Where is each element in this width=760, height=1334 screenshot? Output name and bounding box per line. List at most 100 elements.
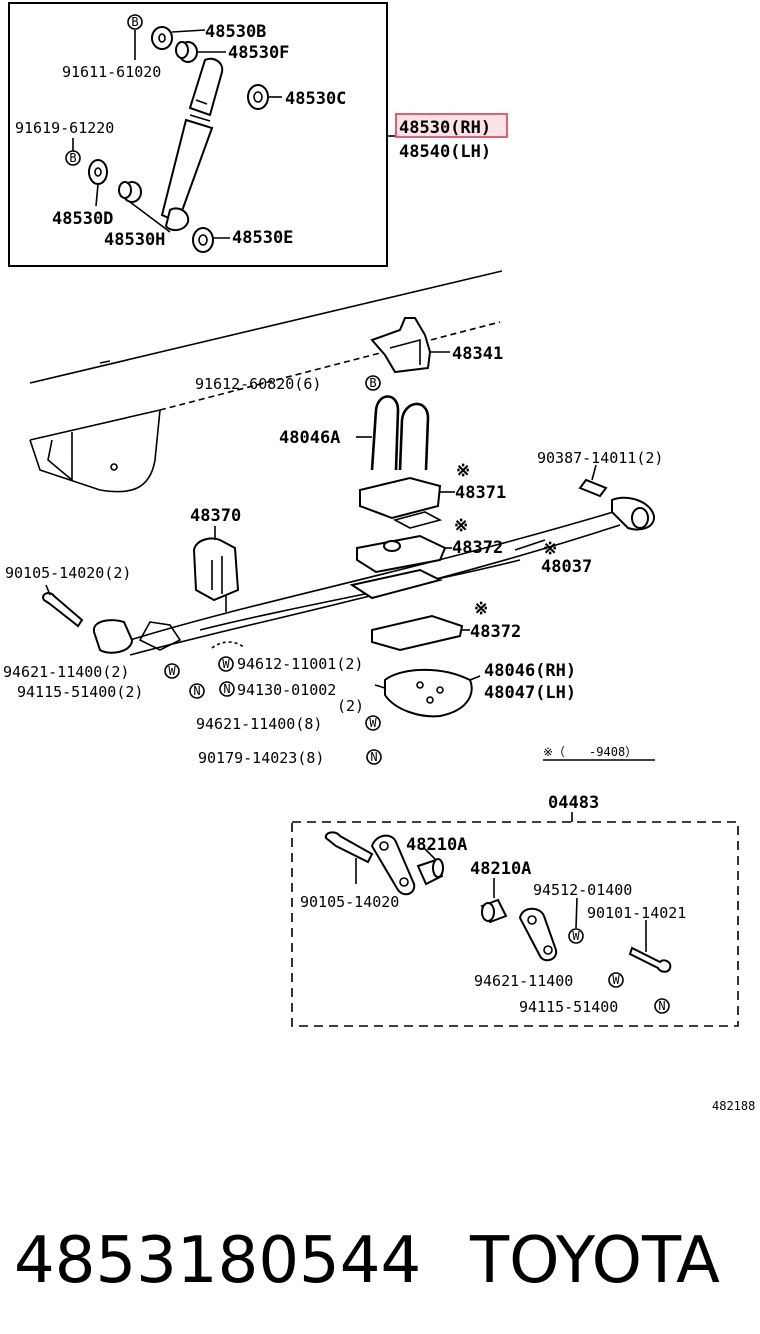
leaf-spring-group: B: [3, 270, 663, 767]
bolt-head-b2: B: [65, 138, 81, 166]
label-94130-qty: (2): [337, 697, 364, 715]
symbol-w-kit: W: [608, 972, 624, 988]
shock-absorber-group: B B: [8, 2, 508, 267]
label-90105-14020: 90105-14020: [300, 893, 399, 911]
bolt-head-b1: B: [127, 14, 143, 60]
label-48530-rh: 48530(RH): [399, 118, 491, 138]
label-94621-11400-2: 94621-11400(2): [3, 663, 129, 681]
seat-48371: [359, 476, 455, 529]
label-48047-lh: 48047(LH): [484, 683, 576, 703]
label-48210a-1: 48210A: [406, 835, 467, 855]
label-04483: 04483: [548, 793, 599, 813]
symbol-letter: N: [370, 750, 377, 764]
label-91619-61220: 91619-61220: [15, 119, 114, 137]
label-90387-14011: 90387-14011(2): [537, 449, 663, 467]
label-48530f: 48530F: [228, 43, 289, 63]
bushing-48210a-1: [416, 847, 444, 886]
note-range: ※（ -9408）: [543, 745, 637, 759]
mark-48037: ※: [543, 539, 557, 559]
label-48371: 48371: [455, 483, 506, 503]
label-48540-lh: 48540(LH): [399, 142, 491, 162]
diagram-ref-code: 482188: [712, 1099, 755, 1113]
bushing-48530h: [118, 181, 171, 233]
washer-48530e: [192, 227, 230, 253]
pin-90387: [578, 464, 608, 498]
symbol-w3: W: [365, 715, 381, 731]
label-48341: 48341: [452, 344, 503, 364]
symbol-n1: N: [189, 683, 205, 699]
symbol-letter: W: [222, 657, 230, 671]
label-94512-01400: 94512-01400: [533, 881, 632, 899]
label-48046-rh: 48046(RH): [484, 661, 576, 681]
label-48372-upper: 48372: [452, 538, 503, 558]
label-94612-11001: 94612-11001(2): [237, 655, 363, 673]
label-94621-11400-kit: 94621-11400: [474, 972, 573, 990]
mark-48372b: ※: [474, 599, 488, 619]
symbol-letter: W: [572, 929, 580, 943]
label-48530c: 48530C: [285, 89, 346, 109]
u-bolt-48046a: [356, 395, 430, 471]
symbol-w2: W: [218, 656, 234, 672]
label-48530e: 48530E: [232, 228, 293, 248]
symbol-letter: N: [193, 684, 200, 698]
label-48530h: 48530H: [104, 230, 165, 250]
label-48210a-2: 48210A: [470, 859, 531, 879]
symbol-letter: W: [369, 716, 377, 730]
bolt-90105-kit: [324, 831, 374, 884]
bracket-48341: [370, 317, 450, 374]
symbol-n-kit: N: [654, 998, 670, 1014]
shackle-plate-a: [370, 834, 416, 896]
bushing-48530f: [175, 41, 226, 63]
symbol-w1: W: [164, 663, 180, 679]
washer-48530d: [88, 159, 108, 207]
label-94115-51400-kit: 94115-51400: [519, 998, 618, 1016]
label-48037: 48037: [541, 557, 592, 577]
label-94621-11400-8: 94621-11400(8): [196, 715, 322, 733]
pad-48046-48047: [374, 668, 481, 718]
label-90179-14023: 90179-14023(8): [198, 749, 324, 767]
frame-rail: [29, 270, 503, 493]
bolt-head-b3: B: [365, 375, 381, 391]
symbol-letter: B: [69, 151, 76, 165]
symbol-n2: N: [219, 681, 235, 697]
symbol-letter: W: [168, 664, 176, 678]
symbol-letter: N: [223, 682, 230, 696]
plate-lower: [349, 568, 443, 600]
plate-48372-upper: [356, 534, 452, 574]
label-48530d: 48530D: [52, 209, 113, 229]
label-91611-61020: 91611-61020: [62, 63, 161, 81]
plate-48372-lower: [371, 614, 470, 652]
kit-04483-group: 04483: [291, 793, 739, 1027]
label-48046a: 48046A: [279, 428, 340, 448]
label-48372-lower: 48372: [470, 622, 521, 642]
symbol-letter: N: [658, 999, 665, 1013]
shackle-plate-b: [518, 907, 558, 962]
label-94130-01002: 94130-01002: [237, 681, 336, 699]
label-91612-60820: 91612-60820(6): [195, 375, 321, 393]
footer-part-number: 4853180544: [14, 1224, 421, 1298]
mark-48372a: ※: [454, 516, 468, 536]
mark-48371: ※: [456, 461, 470, 481]
label-90101-14021: 90101-14021: [587, 904, 686, 922]
bolt-90101-kit: [628, 920, 672, 973]
label-48370: 48370: [190, 506, 241, 526]
leaf-spring-48037: [92, 496, 655, 656]
shock-group-frame: [8, 2, 388, 267]
bolt-90105-left: [42, 584, 84, 628]
label-90105-14020-2: 90105-14020(2): [5, 564, 131, 582]
washer-94512: W: [568, 897, 584, 944]
symbol-letter: B: [369, 376, 376, 390]
bracket-48370: [192, 526, 240, 612]
washer-48530b: [151, 26, 206, 50]
shock-absorber: [160, 57, 224, 232]
symbol-b: B: [131, 15, 138, 29]
bushing-48210a-2: [480, 878, 508, 924]
symbol-n3: N: [366, 749, 382, 765]
symbol-letter: W: [612, 973, 620, 987]
label-48530b: 48530B: [205, 22, 266, 42]
footer-brand: TOYOTA: [469, 1224, 720, 1298]
kit-frame: [291, 821, 739, 1027]
label-94115-51400-2: 94115-51400(2): [17, 683, 143, 701]
washer-48530c: [247, 84, 282, 110]
